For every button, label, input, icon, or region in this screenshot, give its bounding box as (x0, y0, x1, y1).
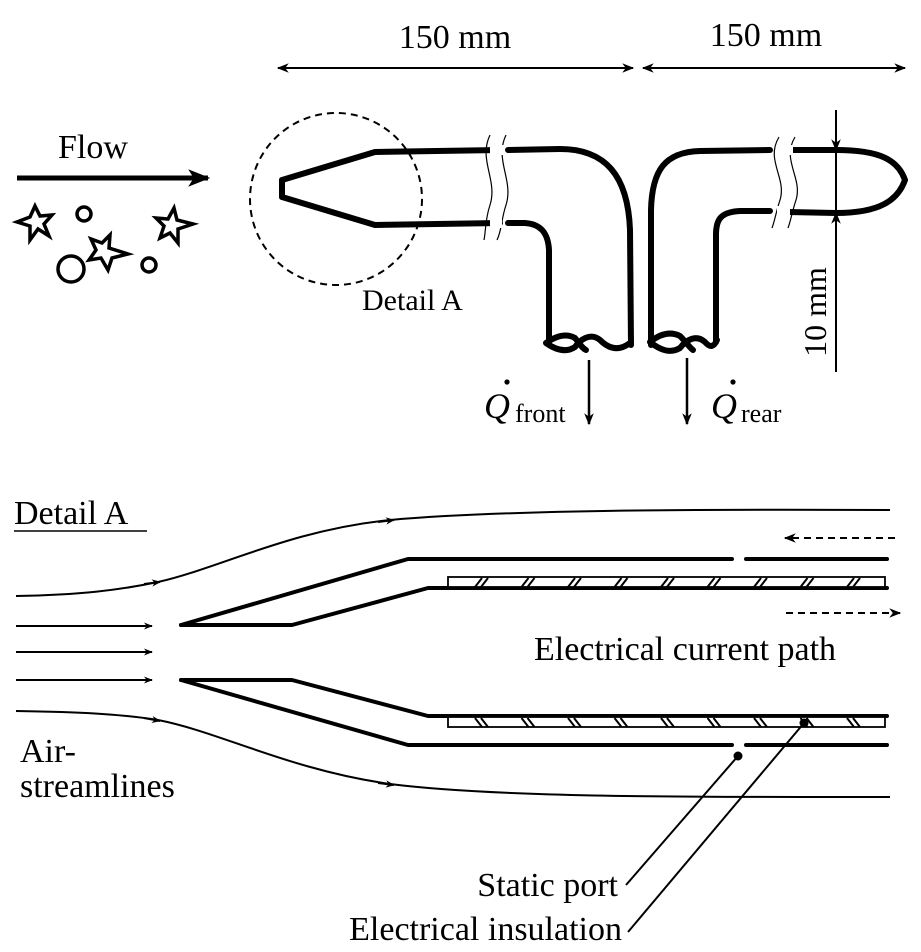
hatch-mark (619, 717, 629, 728)
insulation-leader (627, 722, 805, 933)
q-front-subscript: front (515, 399, 566, 428)
hatch-mark (613, 717, 623, 728)
overview-section: 150 mm 150 mm Flow Detail A (11, 17, 908, 428)
front-probe-outline (279, 147, 503, 228)
hatch-mark (480, 717, 489, 728)
hatch-mark (526, 577, 536, 588)
hatch-mark (753, 717, 762, 728)
hatch-mark (753, 577, 762, 588)
streamline-upper-outer (15, 508, 891, 597)
hatch-mark (660, 717, 669, 728)
hatch-mark (619, 577, 629, 588)
rear-probe-tube (648, 147, 773, 348)
dimension-label-front: 150 mm (399, 19, 511, 56)
insulation-strip-upper (447, 576, 886, 588)
streamlines-label-line1: Air- (20, 733, 76, 770)
detail-a-callout-circle (249, 112, 423, 286)
hatch-mark (852, 717, 861, 728)
hatch-mark (573, 577, 582, 588)
detail-a-callout-label: Detail A (362, 284, 463, 317)
q-front-symbol: Q (484, 386, 510, 426)
hatch-mark (480, 577, 489, 588)
probe-wall-lower-inner (179, 678, 889, 718)
air-streamlines (15, 508, 891, 799)
hatch-mark (520, 717, 530, 728)
streamline-lower-outer (15, 710, 891, 799)
detail-a-title: Detail A (14, 495, 129, 532)
front-tube-break (543, 332, 633, 354)
hatch-mark (666, 717, 675, 728)
rear-tube-break (647, 330, 720, 354)
q-front-dot (504, 379, 510, 385)
streamline-upper-outer-arrow2 (377, 517, 395, 525)
dimension-label-rear: 150 mm (710, 17, 822, 54)
hatch-mark (799, 577, 809, 588)
hatch-mark (846, 717, 855, 728)
hatch-mark (474, 717, 483, 728)
q-rear-subscript: rear (741, 399, 782, 428)
hatch-mark (613, 577, 623, 588)
probe-wall-upper-outer (179, 557, 734, 627)
streamline-upper-outer-arrow1 (143, 579, 161, 587)
hatch-mark (660, 577, 669, 588)
hatch-mark (759, 717, 768, 728)
front-probe-tube (505, 146, 634, 348)
hatch-mark (712, 577, 722, 588)
streamlines-label-line2: streamlines (20, 768, 175, 805)
particle-star (151, 203, 200, 248)
particle-circle (140, 256, 158, 274)
particle-star (11, 201, 57, 246)
hatch-mark (805, 577, 815, 588)
height-dimension-label: 10 mm (797, 267, 833, 357)
hatch-mark (573, 717, 582, 728)
hatch-mark (567, 577, 576, 588)
hatch-mark (526, 717, 536, 728)
q-rear-label: Q rear (711, 379, 782, 428)
hatch-mark (567, 717, 576, 728)
q-front-label: Q front (484, 379, 566, 428)
q-rear-dot (730, 379, 736, 385)
static-port-leader (625, 755, 739, 886)
insulation-strip-lower (447, 716, 886, 728)
hatch-mark (759, 577, 768, 588)
particle-circle (75, 205, 93, 223)
rear-break-mark (771, 136, 798, 229)
flow-label: Flow (58, 129, 128, 166)
q-rear-symbol: Q (711, 386, 737, 426)
rear-probe-tip (785, 147, 908, 216)
particle-star (85, 230, 135, 275)
insulation-label: Electrical insulation (349, 911, 622, 948)
detail-a-section: Detail A Air- streamlines (14, 495, 902, 948)
hatch-mark (706, 717, 716, 728)
probe-wall-upper-inner (179, 586, 889, 627)
particles (11, 201, 200, 284)
hatch-mark (712, 717, 722, 728)
hatch-mark (846, 577, 855, 588)
hatch-mark (706, 577, 716, 588)
static-port-label: Static port (477, 867, 618, 904)
probe-wall-lower-outer (179, 678, 734, 747)
hatch-mark (852, 577, 861, 588)
streamline-lower-outer-arrow1 (143, 715, 161, 724)
streamline-lower-outer-arrow2 (377, 780, 395, 788)
hatch-mark (474, 577, 483, 588)
current-path-label: Electrical current path (534, 631, 836, 668)
hatch-mark (666, 577, 675, 588)
particle-circle (56, 254, 86, 284)
hatch-mark (520, 577, 530, 588)
hatch-mark (805, 717, 815, 728)
